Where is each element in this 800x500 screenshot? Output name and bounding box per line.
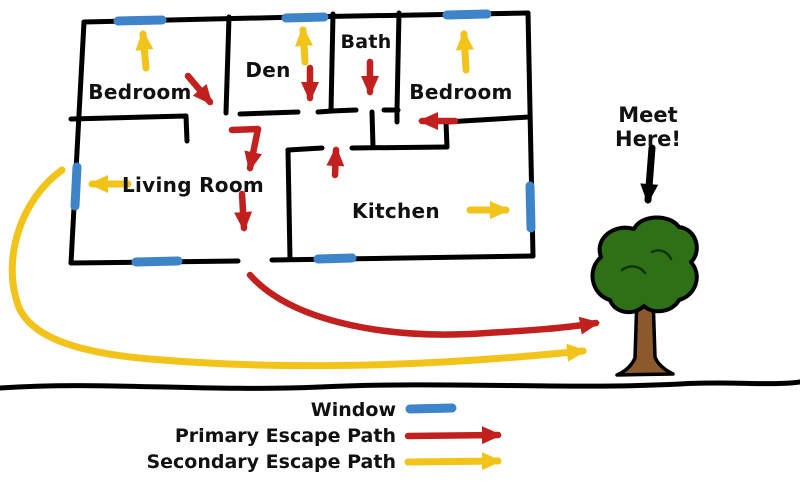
window-markers xyxy=(70,9,536,414)
window-marker xyxy=(70,162,82,211)
meeting-tree xyxy=(590,215,699,377)
legend-secondary-swatch xyxy=(404,452,502,471)
room-label-bath: Bath xyxy=(340,31,392,53)
secondary-escape-arrows xyxy=(8,26,587,471)
outer-wall-bottom-right xyxy=(269,253,536,263)
window-marker xyxy=(525,181,536,233)
room-label-den: Den xyxy=(245,58,291,82)
wall-kitchen-step xyxy=(443,119,450,150)
legend-primary-swatch xyxy=(404,426,502,445)
window-marker xyxy=(281,12,329,23)
legend-window-swatch xyxy=(405,403,457,414)
wall-hall-top-left xyxy=(285,145,325,153)
wall-hall-divider xyxy=(369,109,376,150)
legend-label-primary: Primary Escape Path xyxy=(174,425,396,447)
meeting-point-line1: Meet xyxy=(618,103,678,127)
tree-trunk xyxy=(615,294,675,377)
secondary-arrow-outside xyxy=(8,166,587,370)
wall-bath-bedroom xyxy=(394,10,402,125)
primary-escape-arrows xyxy=(184,58,600,445)
room-label-living-room: Living Room xyxy=(121,173,265,197)
window-marker xyxy=(442,9,492,20)
wall-den-bottom-left xyxy=(237,109,301,117)
wall-bedroom-right-bottom xyxy=(443,114,532,125)
meet-here-arrow xyxy=(640,144,659,204)
window-marker xyxy=(113,15,167,26)
outer-wall-left xyxy=(68,19,87,266)
room-label-kitchen: Kitchen xyxy=(352,199,440,223)
tree-canopy-texture xyxy=(620,249,673,275)
ground-line xyxy=(0,379,800,391)
primary-arrow-living-room xyxy=(234,190,253,232)
room-label-bedroom-left: Bedroom xyxy=(88,80,192,104)
primary-arrow-outside xyxy=(246,271,600,338)
secondary-arrow-bedroom-right xyxy=(455,30,474,74)
wall-bath-bottom-left xyxy=(328,107,359,114)
meeting-point-line2: Here! xyxy=(615,127,681,151)
tree-canopy xyxy=(590,215,699,315)
legend-label-window: Window xyxy=(310,399,396,421)
primary-arrow-kitchen xyxy=(326,146,345,179)
primary-arrow-bedroom-left xyxy=(184,72,214,106)
wall-kitchen-top xyxy=(349,144,450,151)
secondary-arrow-bedroom-left xyxy=(135,30,154,72)
meeting-point-label: Meet Here! xyxy=(615,103,681,151)
wall-den-bath xyxy=(328,11,336,114)
legend-label-secondary: Secondary Escape Path xyxy=(146,451,396,473)
wall-bedroom-left-bottom xyxy=(68,113,190,144)
wall-bedroom-den xyxy=(223,14,232,116)
window-marker xyxy=(313,253,357,264)
wall-living-kitchen xyxy=(285,147,293,262)
secondary-arrow-den xyxy=(295,26,313,66)
house-walls xyxy=(68,10,536,266)
window-marker xyxy=(131,256,183,267)
primary-arrow-hall xyxy=(228,125,263,172)
room-label-bedroom-right: Bedroom xyxy=(409,80,513,104)
